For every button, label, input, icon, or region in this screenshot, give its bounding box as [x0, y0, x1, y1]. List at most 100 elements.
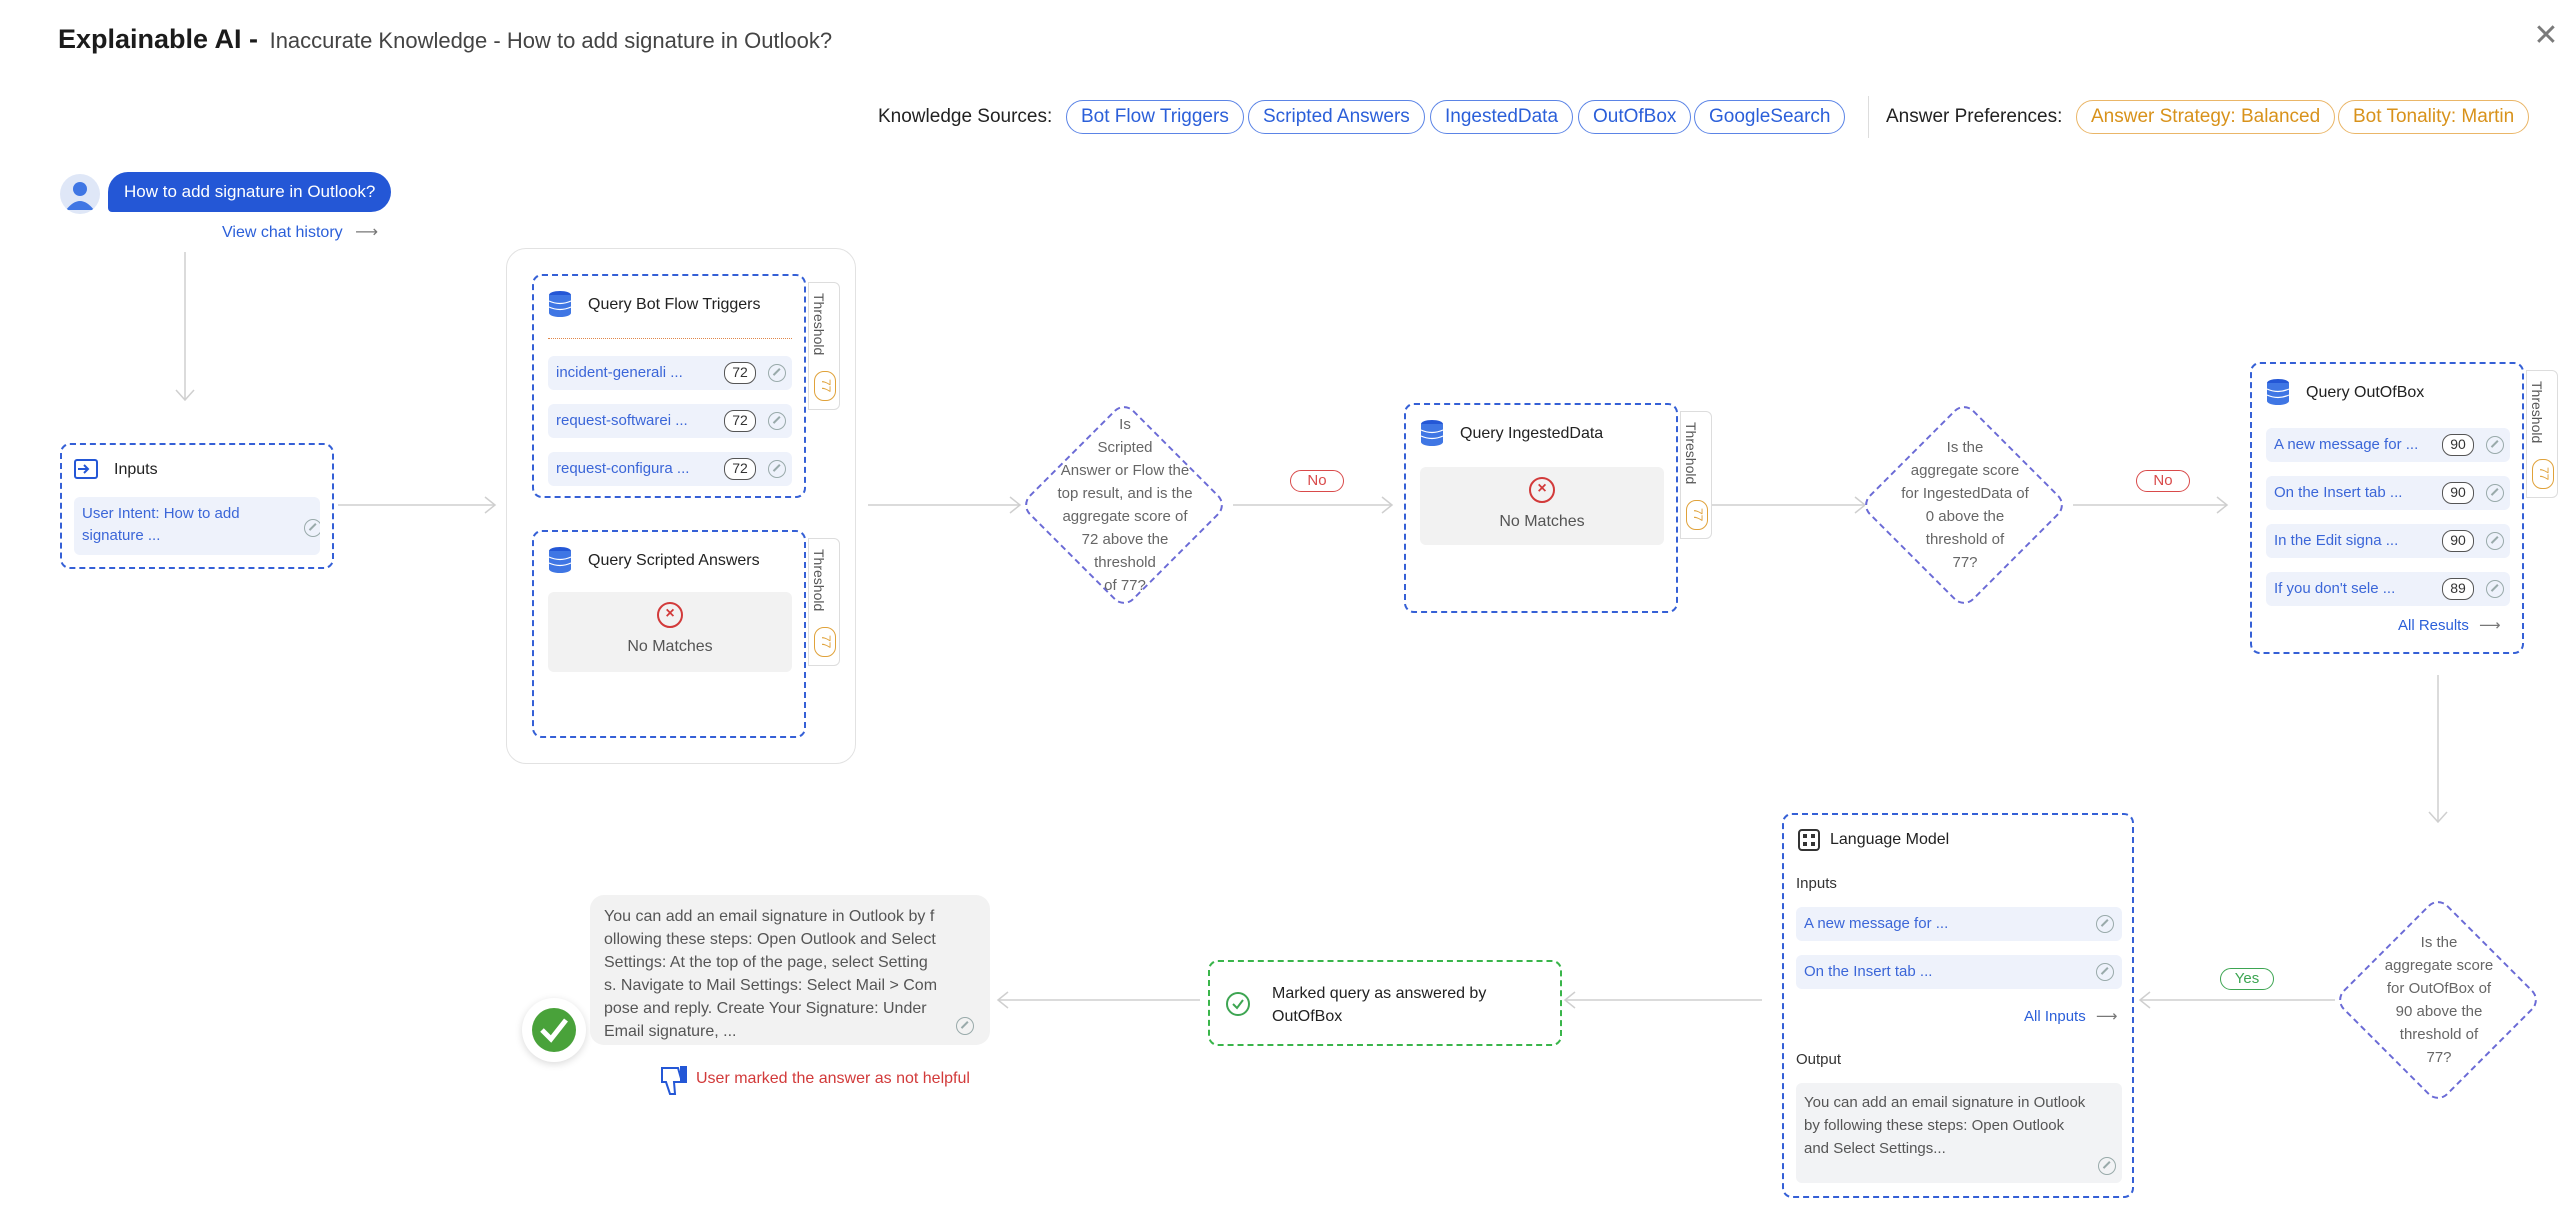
language-model-node[interactable]: Language Model Inputs A new message for … — [1782, 813, 2134, 1198]
database-icon — [1420, 419, 1444, 452]
out-of-box-title: Query OutOfBox — [2306, 384, 2425, 401]
user-intent-row[interactable]: User Intent: How to add signature ... — [74, 497, 320, 555]
expand-icon[interactable] — [2098, 1157, 2116, 1175]
yes-tag: Yes — [2220, 968, 2274, 990]
out-of-box-row-label: If you don't sele ... — [2274, 580, 2396, 597]
decision3-text: Is the aggregate score for OutOfBox of 9… — [2354, 931, 2524, 1069]
answer-status-badge — [522, 998, 586, 1062]
threshold-tab: Threshold 77 — [1680, 411, 1712, 539]
decision-text-line: 72 above the — [1081, 531, 1169, 548]
chip-answer-strategy[interactable]: Answer Strategy: Balanced — [2076, 100, 2336, 134]
answer-preferences-label: Answer Preferences: — [1886, 106, 2063, 127]
database-icon — [548, 290, 572, 323]
all-results-label: All Results — [2398, 617, 2469, 634]
view-chat-history-link[interactable]: View chat history ⟶ — [222, 222, 378, 242]
decision-text-line: of 77? — [1104, 577, 1146, 594]
chip-out-of-box[interactable]: OutOfBox — [1578, 100, 1692, 134]
expand-icon[interactable] — [768, 460, 786, 478]
expand-icon[interactable] — [956, 1017, 974, 1035]
lm-input-row[interactable]: A new message for ... — [1796, 907, 2122, 941]
bot-flow-row[interactable]: incident-generali ... 72 — [548, 356, 792, 390]
expand-icon[interactable] — [304, 519, 320, 537]
chip-ingested-data[interactable]: IngestedData — [1430, 100, 1574, 134]
decision-text-line: top result, and is the — [1057, 485, 1193, 502]
score-badge: 72 — [724, 362, 756, 384]
output-line: and Select Settings... — [1804, 1140, 1946, 1157]
expand-icon[interactable] — [2486, 580, 2504, 598]
lm-output-panel: You can add an email signature in Outloo… — [1796, 1083, 2122, 1183]
out-of-box-row[interactable]: A new message for ... 90 — [2266, 428, 2510, 462]
expand-icon[interactable] — [2486, 436, 2504, 454]
decision-text-line: aggregate score — [1910, 462, 2020, 479]
decision-text-line: Scripted — [1097, 439, 1153, 456]
threshold-badge: 77 — [814, 371, 836, 401]
expand-icon[interactable] — [2096, 915, 2114, 933]
decision-text-line: aggregate score of — [1062, 508, 1188, 525]
chip-bot-tonality[interactable]: Bot Tonality: Martin — [2338, 100, 2530, 134]
no-matches-panel: × No Matches — [548, 592, 792, 672]
threshold-label: Threshold — [811, 293, 827, 356]
output-label: Output — [1796, 1051, 1842, 1068]
all-results-link[interactable]: All Results ⟶ — [2398, 616, 2501, 634]
page-title: Explainable AI - Inaccurate Knowledge - … — [58, 24, 832, 55]
bot-flow-row[interactable]: request-softwarei ... 72 — [548, 404, 792, 438]
score-badge: 90 — [2442, 482, 2474, 504]
decision-text-line: Is — [1119, 416, 1131, 433]
database-icon — [548, 546, 572, 579]
expand-icon[interactable] — [768, 364, 786, 382]
user-query-bubble: How to add signature in Outlook? — [108, 172, 392, 212]
out-of-box-row[interactable]: In the Edit signa ... 90 — [2266, 524, 2510, 558]
inputs-label: Inputs — [1796, 875, 1837, 892]
marked-answered-node: Marked query as answered by OutOfBox — [1208, 960, 1562, 1046]
scripted-answers-node[interactable]: Query Scripted Answers × No Matches — [532, 530, 806, 738]
lm-input-label: On the Insert tab ... — [1804, 963, 1933, 980]
no-matches-panel: × No Matches — [1420, 467, 1664, 545]
view-chat-history-label: View chat history — [222, 224, 343, 241]
decision-text-line: for OutOfBox of — [2386, 980, 2492, 997]
final-answer-panel: You can add an email signature in Outloo… — [590, 895, 990, 1045]
chip-scripted-answers[interactable]: Scripted Answers — [1248, 100, 1425, 134]
threshold-label: Threshold — [811, 549, 827, 612]
decision-text-line: 0 above the — [1925, 508, 2005, 525]
thumbs-down-icon — [660, 1064, 690, 1103]
decision-text-line: aggregate score — [2384, 957, 2494, 974]
threshold-tab: Threshold 77 — [2526, 370, 2558, 498]
bot-flow-triggers-node[interactable]: Query Bot Flow Triggers incident-general… — [532, 274, 806, 498]
score-badge: 72 — [724, 458, 756, 480]
header-divider — [1868, 96, 1869, 138]
expand-icon[interactable] — [2486, 532, 2504, 550]
answer-line: pose and reply. Create Your Signature: U… — [604, 1000, 927, 1017]
chip-bot-flow-triggers[interactable]: Bot Flow Triggers — [1066, 100, 1244, 134]
bot-flow-row[interactable]: request-configura ... 72 — [548, 452, 792, 486]
close-icon[interactable]: ✕ — [2533, 19, 2559, 52]
expand-icon[interactable] — [2486, 484, 2504, 502]
input-icon — [74, 459, 98, 479]
expand-icon[interactable] — [2096, 963, 2114, 981]
out-of-box-row-label: A new message for ... — [2274, 436, 2419, 453]
inputs-node[interactable]: Inputs User Intent: How to add signature… — [60, 443, 334, 569]
all-inputs-link[interactable]: All Inputs ⟶ — [2024, 1007, 2117, 1025]
answer-line: ollowing these steps: Open Outlook and S… — [604, 931, 936, 948]
score-badge: 90 — [2442, 530, 2474, 552]
no-matches-text: No Matches — [627, 638, 713, 655]
answer-line: Settings: At the top of the page, select… — [604, 954, 928, 971]
chip-google-search[interactable]: GoogleSearch — [1694, 100, 1846, 134]
threshold-label: Threshold — [1683, 422, 1699, 485]
expand-icon[interactable] — [768, 412, 786, 430]
threshold-tab: Threshold 77 — [808, 538, 840, 666]
lm-input-row[interactable]: On the Insert tab ... — [1796, 955, 2122, 989]
error-x-icon: × — [1529, 477, 1555, 503]
all-inputs-label: All Inputs — [2024, 1008, 2086, 1025]
out-of-box-node[interactable]: Query OutOfBox A new message for ... 90 … — [2250, 362, 2524, 654]
arrow-right-icon: ⟶ — [355, 224, 379, 241]
threshold-label: Threshold — [2529, 381, 2545, 444]
decision-text-line: Is the — [2420, 934, 2458, 951]
out-of-box-row[interactable]: If you don't sele ... 89 — [2266, 572, 2510, 606]
out-of-box-row[interactable]: On the Insert tab ... 90 — [2266, 476, 2510, 510]
knowledge-sources-label: Knowledge Sources: — [878, 106, 1053, 127]
decision2-text: Is the aggregate score for IngestedData … — [1880, 436, 2050, 574]
error-x-icon: × — [657, 602, 683, 628]
ingested-data-node[interactable]: Query IngestedData × No Matches — [1404, 403, 1678, 613]
threshold-badge: 77 — [2532, 459, 2554, 489]
